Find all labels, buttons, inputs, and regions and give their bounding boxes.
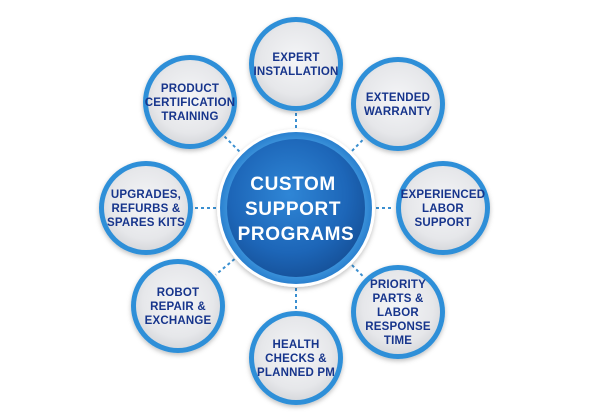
satellite-label-line: EXPERIENCED [401, 189, 486, 201]
satellite-face [136, 264, 220, 348]
hub-title: CUSTOM SUPPORT PROGRAMS [238, 174, 355, 245]
satellite-label: PRIORITY PARTS & LABOR RESPONSE TIME [365, 279, 431, 347]
satellite-robot-repair-exchange: ROBOT REPAIR & EXCHANGE [131, 259, 225, 353]
satellite-face [401, 166, 485, 250]
satellite-label-line: SPARES KITS [107, 217, 185, 229]
satellite-face [254, 316, 338, 400]
satellite-circles: EXPERT INSTALLATION EXTENDED WARRANTY EXPERI… [99, 17, 490, 405]
connectors [195, 113, 394, 309]
satellite-label: ROBOT REPAIR & EXCHANGE [145, 287, 212, 327]
satellite-label-line: ROBOT [157, 287, 200, 299]
satellite-upgrades-refurbs-spares-kits: UPGRADES, REFURBS & SPARES KITS [99, 161, 193, 255]
satellite-label-line: EXTENDED [366, 92, 430, 104]
satellite-label-line: LABOR [377, 307, 419, 319]
hub-title-line: PROGRAMS [238, 224, 355, 245]
satellite-label-line: PLANNED PM [257, 367, 335, 379]
satellite-label-line: WARRANTY [364, 106, 432, 118]
satellite-product-certification-training: PRODUCT CERTIFICATION TRAINING [143, 55, 237, 149]
satellite-label-line: TRAINING [161, 111, 218, 123]
satellite-label: UPGRADES, REFURBS & SPARES KITS [107, 189, 185, 229]
satellite-face [148, 60, 232, 144]
satellite-extended-warranty: EXTENDED WARRANTY [351, 57, 445, 151]
satellite-label: PRODUCT CERTIFICATION TRAINING [145, 83, 236, 123]
satellite-priority-parts-labor-response-time: PRIORITY PARTS & LABOR RESPONSE TIME [351, 265, 445, 359]
satellite-label-line: REFURBS & [112, 203, 181, 215]
hub-title-line: CUSTOM [250, 174, 336, 195]
satellite-label-line: PRIORITY [370, 279, 426, 291]
satellite-label: EXPERT INSTALLATION [253, 52, 338, 78]
satellite-label-line: RESPONSE [365, 321, 431, 333]
connector-product-certification-training [223, 135, 241, 153]
satellite-label: EXPERIENCED LABOR SUPPORT [401, 189, 486, 229]
satellite-expert-installation: EXPERT INSTALLATION [249, 17, 343, 111]
satellite-face [356, 270, 440, 354]
satellite-label-line: EXPERT [272, 52, 319, 64]
satellite-label: EXTENDED WARRANTY [364, 92, 432, 118]
satellite-label-line: CHECKS & [265, 353, 327, 365]
satellite-label-line: REPAIR & [150, 301, 206, 313]
satellite-label-line: PRODUCT [161, 83, 219, 95]
satellite-label-line: SUPPORT [415, 217, 472, 229]
connector-priority-parts-labor-response-time [351, 264, 365, 278]
satellite-label-line: TIME [384, 335, 412, 347]
satellite-face [104, 166, 188, 250]
satellite-face [356, 62, 440, 146]
satellite-label-line: UPGRADES, [111, 189, 181, 201]
satellite-label-line: LABOR [422, 203, 464, 215]
hub-title-line: SUPPORT [245, 199, 341, 220]
satellite-health-checks-planned-pm: HEALTH CHECKS & PLANNED PM [249, 311, 343, 405]
satellite-label-line: EXCHANGE [145, 315, 212, 327]
satellite-face [254, 22, 338, 106]
connector-extended-warranty [351, 138, 365, 152]
satellite-label-line: INSTALLATION [253, 66, 338, 78]
connector-robot-repair-exchange [215, 258, 236, 276]
hub-circle: CUSTOM SUPPORT PROGRAMS [217, 129, 375, 287]
satellite-label-line: HEALTH [273, 339, 320, 351]
satellite-experienced-labor-support: EXPERIENCED LABOR SUPPORT [396, 161, 490, 255]
satellite-label: HEALTH CHECKS & PLANNED PM [257, 339, 335, 379]
satellite-label-line: CERTIFICATION [145, 97, 236, 109]
satellite-label-line: PARTS & [372, 293, 423, 305]
